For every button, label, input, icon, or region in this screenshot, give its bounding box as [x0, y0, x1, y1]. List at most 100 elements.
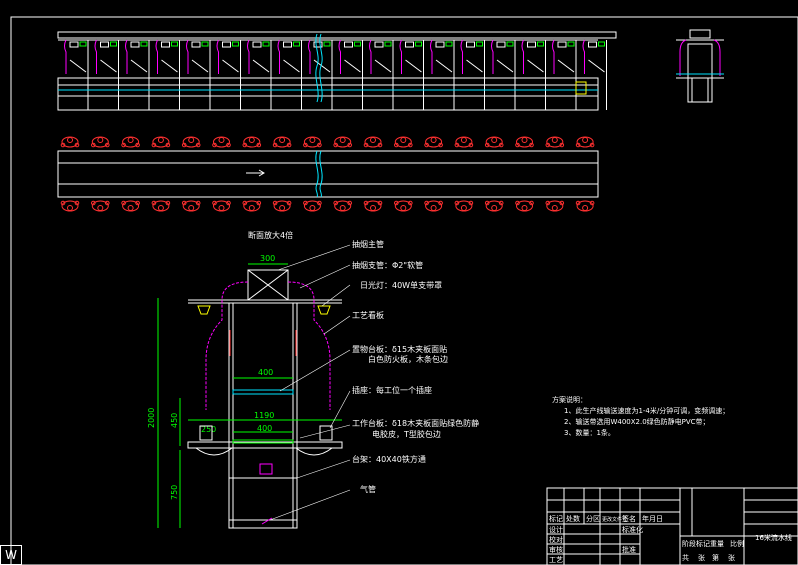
section-title: 断面放大4倍: [248, 230, 293, 240]
operator-symbol: [363, 136, 383, 148]
station-hood: [338, 39, 363, 110]
operator-symbol: [181, 136, 201, 148]
callout-lamp: 日光灯：40W单支带罩: [360, 280, 442, 290]
dim-inner-width: 400: [257, 424, 272, 433]
tb-header-sign: 签名: [622, 514, 636, 523]
dim-lower-height: 750: [170, 485, 179, 500]
ucs-icon[interactable]: W: [0, 545, 22, 565]
tb-standardization: 标准化: [622, 525, 643, 534]
work-table-board: [187, 441, 343, 449]
callout-kanban: 工艺看板: [352, 310, 384, 320]
operator-symbol: [424, 200, 443, 212]
operator-symbol: [363, 200, 383, 212]
callout-shelf-1: 置物台板：δ15木夹板面贴: [352, 344, 447, 354]
branch-hose-right: [287, 281, 331, 410]
operator-symbol: [272, 136, 292, 148]
tb-sheet-total: 共: [682, 553, 689, 562]
callout-frame: 台架：40X40铁方通: [352, 454, 426, 464]
operator-symbol: [181, 200, 201, 212]
operator-symbol: [242, 136, 262, 148]
shelf-board: [232, 389, 294, 395]
operator-symbol: [333, 136, 353, 148]
tb-header-count: 处数: [566, 514, 580, 523]
side-view: [676, 29, 724, 103]
station-hood: [399, 39, 424, 110]
station-hood: [582, 39, 607, 110]
operator-symbol: [212, 200, 231, 212]
operator-symbol: [212, 136, 231, 148]
operator-symbol: [60, 200, 80, 212]
station-hood: [216, 39, 241, 110]
operator-symbol: [242, 200, 262, 212]
station-hood: [369, 39, 394, 110]
station-hood: [460, 39, 485, 110]
callout-shelf-2: 白色防火板，木条包边: [368, 354, 448, 364]
operator-symbol: [121, 200, 140, 212]
tb-row-check: 校对: [549, 535, 563, 544]
callout-exhaust-main: 抽烟主管: [352, 239, 384, 249]
operator-symbol: [424, 136, 443, 148]
branch-hose-left: [205, 281, 249, 410]
operator-symbol: [333, 200, 353, 212]
station-hood: [430, 39, 455, 110]
break-line: [315, 33, 319, 103]
tb-sheet-total-unit: 张: [698, 553, 705, 562]
tb-scale: 比例: [730, 539, 744, 548]
dim-shelf-width: 400: [258, 368, 273, 377]
lamp-right: [317, 305, 331, 315]
tb-stage-mark: 阶段标记: [682, 539, 710, 548]
tb-drawing-name: 16米流水线: [755, 533, 792, 542]
station-hood: [125, 39, 150, 110]
callout-socket: 插座：每工位一个插座: [352, 385, 432, 395]
operator-row-top: [60, 136, 595, 148]
tb-row-review: 审核: [549, 545, 563, 554]
tb-header-zone: 分区: [586, 514, 600, 523]
drive-motor: [575, 81, 587, 95]
dim-left-offset: 250: [201, 425, 216, 434]
operator-symbol: [575, 136, 595, 148]
station-hood: [308, 39, 333, 110]
callout-leaders: [269, 244, 351, 521]
operator-symbol: [60, 136, 80, 148]
operator-symbol: [515, 136, 534, 148]
drawing-border: [10, 16, 798, 565]
operator-symbol: [303, 200, 322, 212]
operator-symbol: [151, 136, 171, 148]
operator-symbol: [394, 200, 413, 212]
tb-header-change: 更改文件号: [602, 516, 627, 523]
operator-symbol: [575, 200, 595, 212]
station-hood: [247, 39, 272, 110]
station-hood: [94, 39, 119, 110]
dim-table-width: 1190: [254, 411, 274, 420]
operator-symbol: [515, 200, 534, 212]
front-elevation-view: [57, 31, 617, 111]
socket-left: [199, 425, 213, 441]
operator-symbol: [394, 136, 413, 148]
operator-symbol: [121, 136, 140, 148]
operator-symbol: [303, 136, 322, 148]
station-hood: [491, 39, 516, 110]
station-hood: [64, 39, 89, 110]
operator-symbol: [454, 200, 474, 212]
tb-row-design: 设计: [549, 525, 563, 534]
operator-symbol: [91, 136, 110, 148]
lamp-left: [197, 305, 211, 315]
conveyor-belt: [232, 439, 294, 444]
callout-air-pipe: 气管: [360, 484, 376, 494]
operator-symbol: [484, 200, 504, 212]
callout-table-1: 工作台板：δ18木夹板面贴绿色防静: [352, 418, 479, 428]
station-hood: [277, 39, 302, 110]
callout-table-2: 电胶皮，T型胶包边: [372, 429, 441, 439]
title-block: 标记 处数 分区 更改文件号 签名 年月日 设计 校对 审核 工艺 标准化 批准…: [546, 487, 798, 565]
scheme-notes: 方案说明： 1、此生产线输送速度为1-4米/分钟可调，变频调速； 2、输送带选用…: [552, 395, 729, 437]
operator-symbol: [484, 136, 504, 148]
tb-sheet-no-unit: 张: [728, 553, 735, 562]
flow-direction-arrow: [246, 169, 265, 177]
callout-exhaust-branch: 抽烟支管：Φ2"软管: [352, 260, 423, 270]
plan-view: [57, 150, 599, 198]
tb-header-date: 年月日: [642, 514, 663, 523]
tb-row-process: 工艺: [549, 556, 563, 564]
tb-approve: 批准: [622, 545, 636, 554]
front-elevation-stations: [64, 39, 607, 110]
